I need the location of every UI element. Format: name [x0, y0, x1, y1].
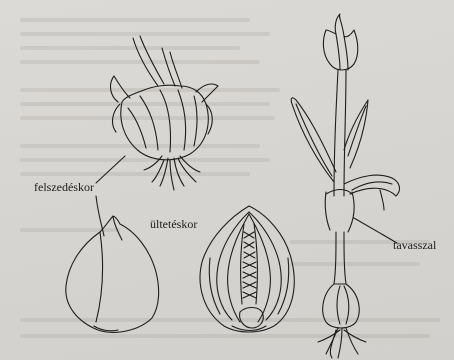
- label-planting: ültetéskor: [150, 217, 197, 232]
- label-spring: tavasszal: [393, 238, 436, 253]
- leader-lines: [96, 156, 397, 243]
- sectioned-bulb: [200, 206, 294, 332]
- bare-bulb: [66, 216, 159, 332]
- flowering-tulip: [291, 14, 399, 358]
- harvested-bulb: [111, 36, 218, 190]
- label-harvest: felszedéskor: [34, 180, 94, 195]
